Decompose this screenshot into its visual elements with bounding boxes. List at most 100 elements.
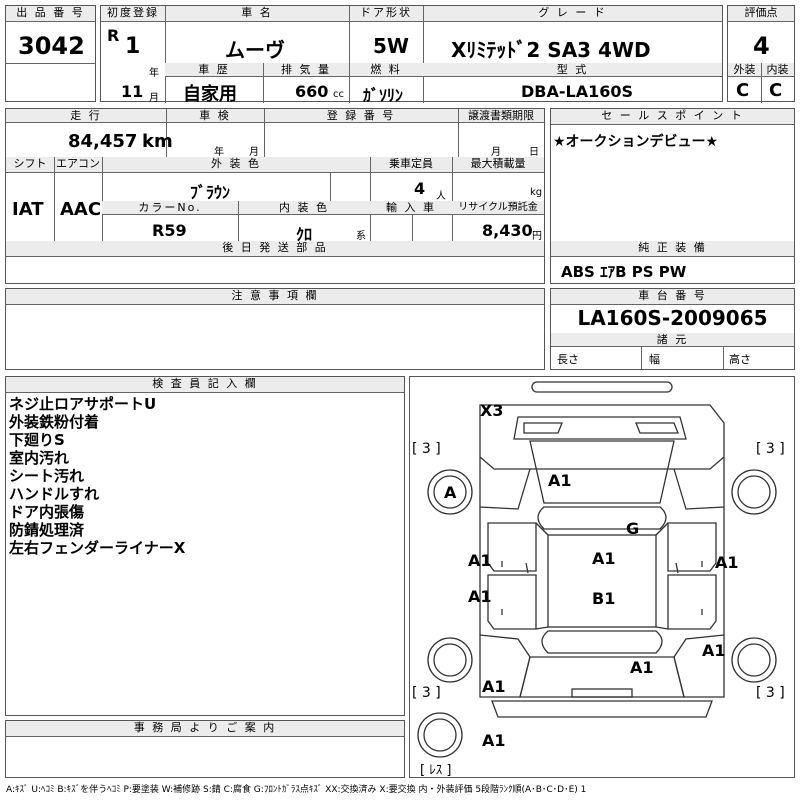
car-name: ムーヴ bbox=[225, 38, 285, 62]
fuel-label: 燃 料 bbox=[349, 63, 423, 77]
vehicle-detail-box: 走 行 車 検 登 録 番 号 譲渡書類期限 84,457 km 年 月 月 日… bbox=[5, 108, 545, 284]
interior-color-unit: 系 bbox=[356, 231, 366, 242]
mileage-label: 走 行 bbox=[6, 109, 166, 123]
lot-number: 3042 bbox=[18, 32, 85, 60]
mileage-unit: km bbox=[142, 131, 173, 152]
damage-diagram: X3 A1 A G A1 A1 A1 A1 B1 A1 A1 A1 A1 [ 3… bbox=[409, 376, 795, 778]
damage-mark-rear-gate: A1 bbox=[630, 658, 654, 677]
year-unit: 年 bbox=[149, 68, 159, 79]
tread-rear-left: [ 3 ] bbox=[412, 685, 441, 701]
transfer-day-unit: 日 bbox=[529, 147, 539, 158]
office-notice-box: 事 務 局 よ り ご 案 内 bbox=[5, 720, 405, 778]
later-parts-label: 後 日 発 送 部 品 bbox=[6, 241, 544, 257]
inspection-month-unit: 月 bbox=[249, 147, 259, 158]
grade: Xﾘﾐﾃｯﾄﾞ2 SA3 4WD bbox=[451, 38, 651, 62]
damage-mark-hood: A1 bbox=[548, 471, 572, 490]
damage-mark-right-front-door: A1 bbox=[715, 553, 739, 572]
door-type: 5W bbox=[373, 34, 409, 58]
caution-label: 注 意 事 項 欄 bbox=[6, 289, 544, 305]
model-label: 型 式 bbox=[423, 63, 722, 77]
damage-mark-roof-rear: B1 bbox=[592, 589, 616, 608]
chassis-number-label: 車 台 番 号 bbox=[551, 289, 794, 305]
car-name-label: 車 名 bbox=[165, 6, 349, 22]
registration-year: 1 bbox=[125, 34, 141, 59]
interior-color: ｸﾛ bbox=[296, 225, 313, 244]
damage-mark-left-quarter: A1 bbox=[482, 677, 506, 696]
interior-label: 内装 bbox=[761, 63, 794, 77]
registration-month: 11 bbox=[121, 82, 144, 101]
inspector-notes-box: 検 査 員 記 入 欄 ネジ止ロアサポートU 外装鉄粉付着 下廻りS 室内汚れ … bbox=[5, 376, 405, 716]
displacement-unit: cc bbox=[333, 89, 344, 100]
damage-mark-left-rear-door: A1 bbox=[468, 587, 492, 606]
aircon-label: エアコン bbox=[54, 157, 102, 173]
exterior-color-label: 外 装 色 bbox=[102, 157, 370, 173]
damage-mark-windshield: G bbox=[626, 519, 640, 538]
specifications-label: 諸 元 bbox=[551, 333, 794, 347]
recycle-deposit: 8,430 bbox=[482, 221, 533, 240]
standard-equipment-label: 純 正 装 備 bbox=[551, 241, 794, 257]
seat-unit: 人 bbox=[436, 191, 446, 202]
overall-score: 4 bbox=[753, 32, 770, 60]
sales-point-text: ★オークションデビュー★ bbox=[553, 134, 719, 150]
sales-point-label: セ ー ル ス ポ イ ン ト bbox=[551, 109, 794, 125]
vehicle-history: 自家用 bbox=[183, 84, 237, 105]
standard-equipment: ABS ｴｱB PS PW bbox=[561, 263, 687, 281]
recycle-deposit-label: リサイクル預託金 bbox=[452, 201, 544, 215]
inspector-note: ハンドルすれ bbox=[9, 485, 100, 503]
damage-mark-front-bumper: X3 bbox=[480, 401, 504, 420]
tread-rear-right: [ 3 ] bbox=[756, 685, 785, 701]
exterior-label: 外装 bbox=[728, 63, 761, 77]
inspection-year-unit: 年 bbox=[214, 147, 224, 158]
lot-number-box: 出 品 番 号 3042 bbox=[5, 5, 96, 102]
seats-label: 乗車定員 bbox=[370, 157, 452, 173]
aircon-type: AAC bbox=[60, 199, 102, 220]
damage-mark-left-front-door: A1 bbox=[468, 551, 492, 570]
chassis-box: 車 台 番 号 LA160S-2009065 諸 元 長さ 幅 高さ bbox=[550, 288, 795, 370]
interior-grade: C bbox=[769, 80, 783, 101]
load-unit: kg bbox=[530, 187, 543, 198]
inspection-label: 車 検 bbox=[166, 109, 264, 123]
inspector-note: 左右フェンダーライナーX bbox=[9, 539, 186, 557]
first-registration-label: 初度登録 bbox=[101, 6, 165, 22]
max-load-label: 最大積載量 bbox=[452, 157, 544, 173]
transfer-deadline-label: 譲渡書類期限 bbox=[458, 109, 544, 123]
displacement: 660 bbox=[295, 82, 329, 101]
spare-tire-status: [ ﾚｽ ] bbox=[420, 763, 452, 778]
registration-number-label: 登 録 番 号 bbox=[264, 109, 458, 123]
displacement-label: 排 気 量 bbox=[263, 63, 349, 77]
damage-mark-right-quarter: A1 bbox=[702, 641, 726, 660]
tread-front-right: [ 3 ] bbox=[756, 441, 785, 457]
sales-point-box: セ ー ル ス ポ イ ン ト ★オークションデビュー★ 純 正 装 備 ABS… bbox=[550, 108, 795, 284]
color-number-label: カラーNo. bbox=[102, 201, 238, 215]
month-unit: 月 bbox=[149, 93, 159, 104]
score-box: 評価点 4 外装 内装 C C bbox=[727, 5, 795, 103]
inspector-note: 防錆処理済 bbox=[9, 521, 85, 539]
interior-color-label: 内 装 色 bbox=[238, 201, 370, 215]
history-label: 車 歴 bbox=[165, 63, 263, 77]
inspector-note: 下廻りS bbox=[9, 431, 65, 449]
inspector-note: ネジ止ロアサポートU bbox=[9, 395, 157, 413]
seat-count: 4 bbox=[414, 179, 426, 198]
shift-label: シフト bbox=[6, 157, 54, 173]
mileage: 84,457 bbox=[68, 131, 138, 152]
caution-box: 注 意 事 項 欄 bbox=[5, 288, 545, 370]
vehicle-header-box: 初度登録 車 名 ドア形状 グ レ ー ド R 1 年 ムーヴ 5W Xﾘﾐﾃｯ… bbox=[100, 5, 723, 105]
transfer-month-unit: 月 bbox=[491, 147, 501, 158]
inspector-note: ドア内張傷 bbox=[9, 503, 85, 521]
fuel-type: ｶﾞｿﾘﾝ bbox=[363, 86, 404, 105]
inspector-notes-label: 検 査 員 記 入 欄 bbox=[6, 377, 404, 393]
exterior-color: ﾌﾞﾗｳﾝ bbox=[190, 183, 231, 202]
tread-front-left: [ 3 ] bbox=[412, 441, 441, 457]
model-code: DBA-LA160S bbox=[521, 82, 633, 101]
damage-mark-front-left-wheel: A bbox=[444, 483, 457, 502]
shift-type: IAT bbox=[12, 199, 44, 220]
length-label: 長さ bbox=[557, 353, 579, 366]
registration-era: R bbox=[107, 26, 120, 45]
import-label: 輸 入 車 bbox=[370, 201, 452, 215]
car-outline-svg bbox=[417, 381, 777, 758]
lot-number-label: 出 品 番 号 bbox=[6, 6, 95, 22]
color-number: R59 bbox=[152, 221, 187, 240]
door-label: ドア形状 bbox=[349, 6, 423, 22]
height-label: 高さ bbox=[729, 353, 751, 366]
exterior-grade: C bbox=[736, 80, 750, 101]
